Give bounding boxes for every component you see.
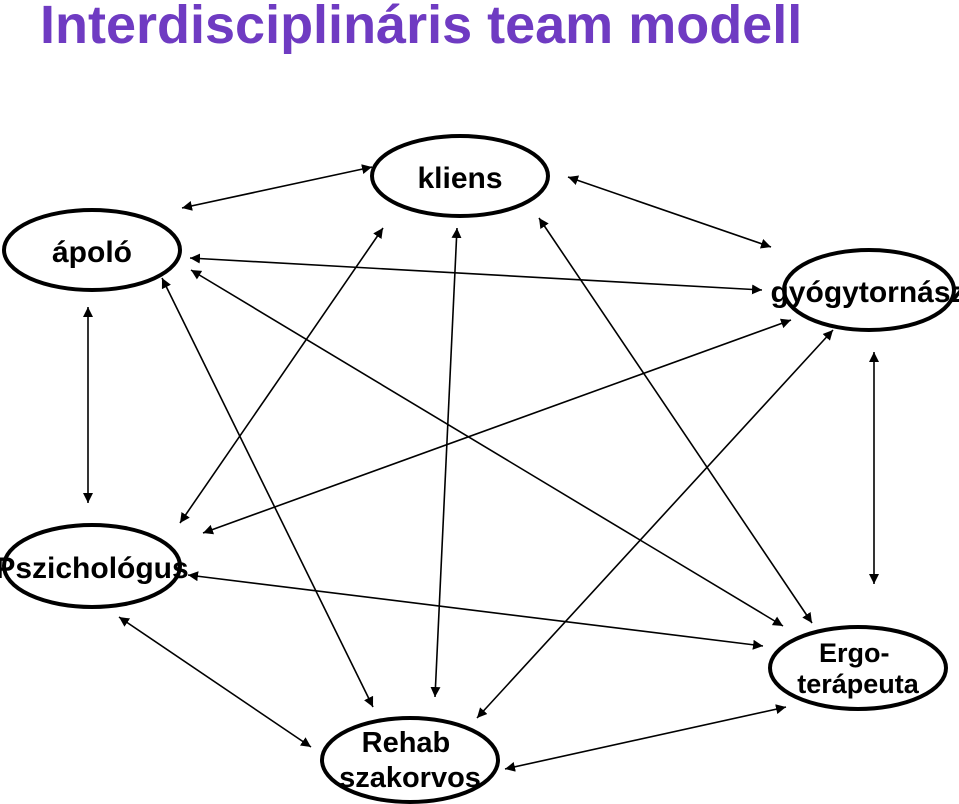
node-apolo-label: ápoló (52, 236, 132, 269)
arrow-apolo-gyogytornasz (189, 253, 763, 295)
svg-text:Rehab szakorvos: Rehab szakorvos (339, 727, 481, 794)
node-kliens-ellipse (370, 134, 550, 218)
arrow-kliens-gyogytornasz (567, 175, 772, 249)
arrow-apolo-kliens (181, 164, 373, 211)
node-gyogytornasz-label: gyógytornász (770, 276, 959, 309)
node-pszichologus-ellipse (2, 523, 182, 609)
svg-text:Pszichológus: Pszichológus (0, 552, 189, 585)
svg-text:Ergo- terápeuta: Ergo- terápeuta (797, 638, 920, 699)
arrow-rehab-ergoterapeuta (504, 704, 787, 772)
arrow-gyogytornasz-rehab (476, 329, 834, 719)
node-ergoterapeuta-label-line2: terápeuta (797, 669, 920, 699)
svg-text:ápoló: ápoló (52, 236, 132, 269)
node-ergoterapeuta-label-line1: Ergo- (819, 638, 890, 668)
arrow-pszichologus-rehab (118, 616, 312, 748)
arrow-pszichologus-ergoterapeuta (187, 571, 764, 650)
node-rehab-ellipse (320, 716, 500, 804)
svg-text:kliens: kliens (417, 162, 502, 195)
node-gyogytornasz[interactable]: gyógytornász (770, 248, 959, 332)
node-rehab[interactable]: Rehab szakorvos (320, 716, 500, 804)
node-kliens[interactable]: kliens (370, 134, 550, 218)
node-ergoterapeuta[interactable]: Ergo- terápeuta (768, 625, 948, 711)
node-rehab-label-line2: szakorvos (339, 762, 481, 794)
node-rehab-label-line1: Rehab (362, 727, 451, 759)
arrow-gyogytornasz-pszichologus (202, 318, 792, 535)
node-ergoterapeuta-ellipse (768, 625, 948, 711)
arrow-apolo-rehab (161, 277, 374, 708)
page-title: Interdisciplináris team modell (40, 0, 803, 55)
node-apolo-ellipse (2, 208, 182, 292)
node-pszichologus[interactable]: Pszichológus (0, 523, 189, 609)
node-kliens-label: kliens (417, 162, 502, 195)
connection-arrows (83, 164, 879, 772)
arrow-kliens-rehab (430, 227, 462, 698)
svg-text:gyógytornász: gyógytornász (770, 276, 959, 309)
node-pszichologus-label: Pszichológus (0, 552, 189, 585)
node-gyogytornasz-ellipse (782, 248, 956, 332)
node-apolo[interactable]: ápoló (2, 208, 182, 292)
